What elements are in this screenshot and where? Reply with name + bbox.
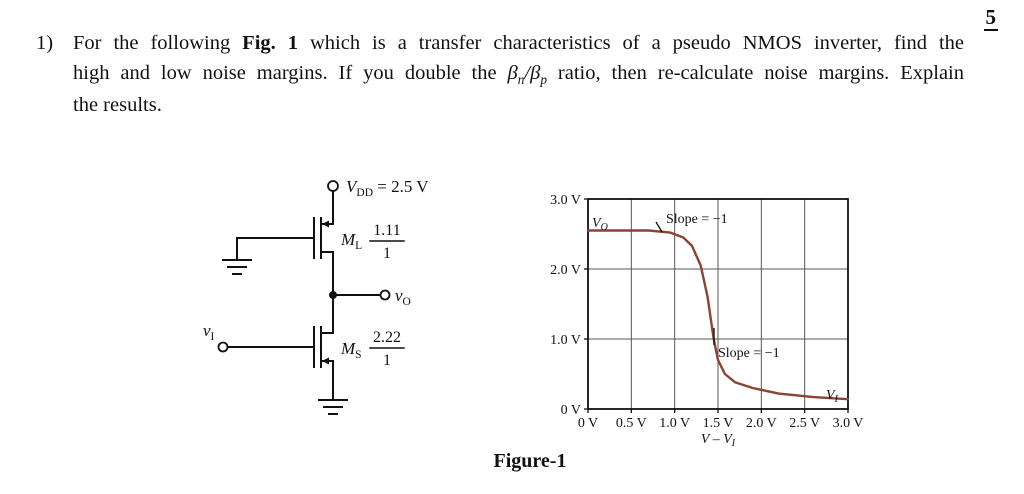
graph-grid: [588, 199, 848, 409]
svg-text:2.22: 2.22: [373, 329, 401, 346]
vo-terminal: [379, 289, 391, 301]
ms-arrow: [322, 357, 329, 365]
y-tick-label: 0 V: [561, 403, 581, 418]
vo-label: vO: [395, 286, 411, 308]
vdd-label: VDD = 2.5 V: [346, 177, 429, 199]
circuit-wires: [217, 180, 391, 415]
vi-terminal: [217, 341, 229, 353]
x-tick-label: 2.5 V: [789, 416, 820, 431]
problem-line-2: high and low noise margins. If you doubl…: [73, 58, 964, 90]
problem-text-run: For the following: [73, 32, 243, 54]
problem-statement: 1) For the following Fig. 1 which is a t…: [36, 28, 964, 120]
svg-text:1: 1: [383, 245, 391, 262]
problem-text-run: ratio, then re-calculate noise margins. …: [546, 62, 964, 85]
graph-ticks: 0 V 0.5 V 1.0 V 1.5 V 2.0 V 2.5 V 3.0 V 0 V 1.0 …: [550, 193, 863, 431]
problem-text: For the following Fig. 1 which is a tran…: [73, 28, 964, 120]
figure-caption: Figure-1: [493, 450, 567, 472]
output-node: [329, 291, 337, 299]
x-tick-label: 0 V: [578, 416, 598, 431]
ms-label: MS: [340, 339, 362, 361]
y-tick-label: 2.0 V: [550, 263, 581, 278]
ground-symbol-bottom: [318, 399, 348, 415]
ml-ratio: 1.11 1: [369, 222, 405, 262]
ms-ratio: 2.22 1: [369, 329, 405, 369]
problem-text-run: which is a transfer characteristics of a…: [298, 32, 965, 54]
problem-text-run: high and low noise margins. If you doubl…: [73, 62, 508, 85]
vdd-terminal: [327, 180, 339, 192]
slope-label-lower: Slope = −1: [718, 346, 780, 361]
svg-text:1: 1: [383, 352, 391, 369]
x-tick-label: 2.0 V: [746, 416, 777, 431]
svg-text:1.11: 1.11: [373, 222, 400, 239]
problem-line-3: the results.: [73, 93, 162, 116]
page-number: 5: [983, 5, 998, 32]
problem-line-1: For the following Fig. 1 which is a tran…: [73, 28, 964, 58]
vi-label: vI: [203, 321, 215, 343]
slope-label-upper: Slope = −1: [666, 212, 728, 227]
circuit-diagram: VDD = 2.5 V ML 1.11 1 vO MS 2.22 1 vI: [203, 177, 429, 415]
x-tick-label: 3.0 V: [833, 416, 864, 431]
ground-symbol-left: [222, 259, 252, 275]
ml-label: ML: [340, 230, 362, 252]
slope-upper-leader: [655, 221, 663, 233]
vo-axis-label: VO: [592, 216, 608, 233]
y-tick-label: 3.0 V: [550, 193, 581, 208]
problem-item-number: 1): [36, 32, 54, 54]
vi-axis-label: VI: [826, 388, 839, 405]
beta-ratio-expression: βn/βp: [507, 62, 547, 88]
y-tick-label: 1.0 V: [550, 333, 581, 348]
figure-reference: Fig. 1: [242, 32, 298, 54]
x-tick-label: 1.0 V: [659, 416, 690, 431]
x-axis-title: V – VI: [701, 432, 736, 449]
x-tick-label: 1.5 V: [703, 416, 734, 431]
ml-arrow: [322, 220, 329, 228]
x-tick-label: 0.5 V: [616, 416, 647, 431]
transfer-characteristic-graph: 0 V 0.5 V 1.0 V 1.5 V 2.0 V 2.5 V 3.0 V 0 V 1.0 …: [550, 193, 863, 449]
